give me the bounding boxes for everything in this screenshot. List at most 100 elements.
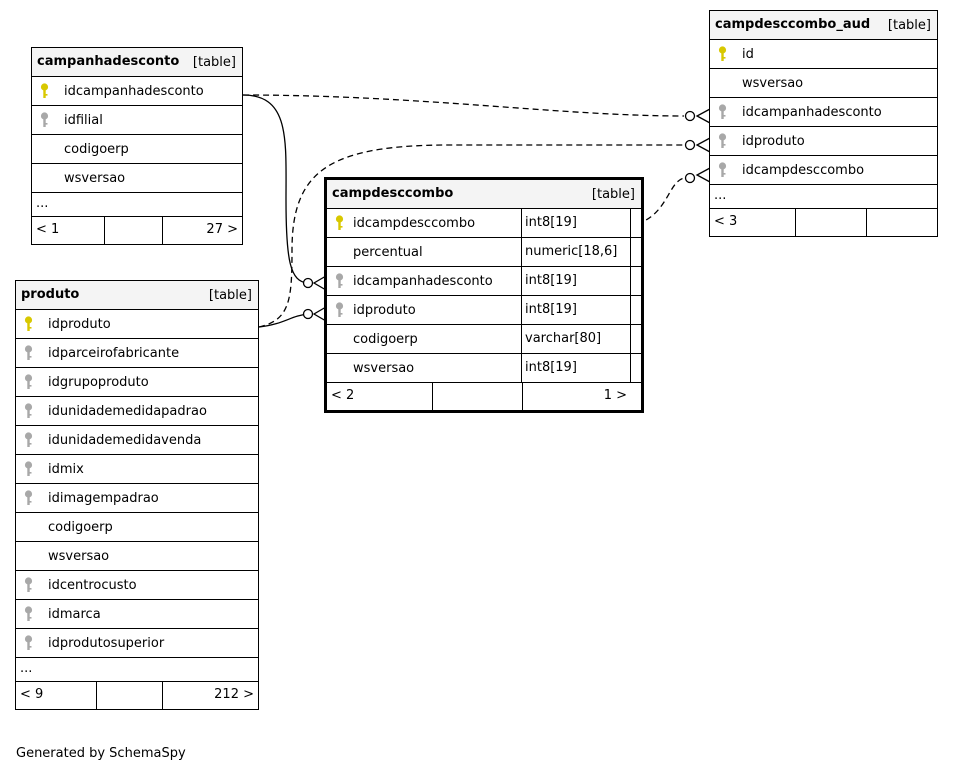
table-footer: < 2 1 > bbox=[327, 383, 641, 410]
column-row[interactable]: idprodutosuperior bbox=[16, 629, 258, 658]
table-kind: [table] bbox=[192, 55, 236, 70]
generator-credit: Generated by SchemaSpy bbox=[16, 746, 186, 761]
column-name: idcampanhadesconto bbox=[353, 274, 493, 289]
column-row[interactable]: idmarca bbox=[16, 600, 258, 629]
table-kind: [table] bbox=[208, 288, 252, 303]
children-count[interactable]: 27 > bbox=[206, 222, 238, 237]
column-row[interactable]: idgrupoproduto bbox=[16, 368, 258, 397]
column-row[interactable]: idimagempadrao bbox=[16, 484, 258, 513]
column-name: idcentrocusto bbox=[48, 578, 137, 593]
column-name: idproduto bbox=[742, 134, 805, 149]
more-columns: ... bbox=[16, 658, 258, 682]
column-row[interactable]: codigoerp bbox=[16, 513, 258, 542]
column-row[interactable]: idmix bbox=[16, 455, 258, 484]
foreign-key-icon bbox=[718, 162, 727, 178]
table-footer: < 9 212 > bbox=[16, 682, 258, 709]
table-header: campdesccombo_aud [table] bbox=[710, 11, 937, 40]
fk-line-campanhadesconto-combo bbox=[242, 94, 309, 284]
crowfoot-marker bbox=[302, 275, 327, 322]
column-name: idproduto bbox=[353, 303, 416, 318]
column-row[interactable]: codigoerp bbox=[32, 135, 242, 164]
table-campanhadesconto[interactable]: campanhadesconto [table] idcampanhadesco… bbox=[31, 47, 243, 245]
foreign-key-icon bbox=[718, 133, 727, 149]
foreign-key-icon bbox=[24, 606, 33, 622]
more-columns: ... bbox=[710, 185, 937, 209]
column-row[interactable]: idproduto bbox=[710, 127, 937, 156]
column-row[interactable]: idcampanhadesconto bbox=[710, 98, 937, 127]
column-name: percentual bbox=[353, 245, 423, 260]
column-name: wsversao bbox=[742, 76, 804, 91]
column-row[interactable]: idproduto bbox=[16, 310, 258, 339]
column-name: idcampanhadesconto bbox=[742, 105, 882, 120]
table-kind: [table] bbox=[591, 187, 635, 202]
column-row[interactable]: wsversao bbox=[710, 69, 937, 98]
primary-key-icon bbox=[718, 46, 727, 62]
foreign-key-icon bbox=[335, 273, 344, 289]
table-header: produto [table] bbox=[16, 281, 258, 310]
table-campdesccombo_aud[interactable]: campdesccombo_aud [table] id wsversao idca… bbox=[709, 10, 938, 237]
foreign-key-icon bbox=[24, 577, 33, 593]
table-name: campdesccombo bbox=[332, 186, 454, 201]
column-row[interactable]: id bbox=[710, 40, 937, 69]
column-row[interactable]: idcampdesccombo bbox=[710, 156, 937, 185]
table-produto[interactable]: produto [table] idproduto idparceirofabri… bbox=[15, 280, 259, 710]
column-type: int8[19] bbox=[521, 296, 631, 324]
column-type: numeric[18,6] bbox=[521, 238, 631, 266]
column-name: id bbox=[742, 47, 754, 62]
column-row[interactable]: idproduto int8[19] bbox=[327, 296, 641, 325]
table-header: campdesccombo [table] bbox=[327, 180, 641, 209]
column-row[interactable]: idcampanhadesconto bbox=[32, 77, 242, 106]
column-name: idmarca bbox=[48, 607, 101, 622]
column-row[interactable]: percentual numeric[18,6] bbox=[327, 238, 641, 267]
primary-key-icon bbox=[335, 215, 344, 231]
fk-line-produto-aud bbox=[258, 144, 684, 328]
crowfoot-marker bbox=[684, 108, 711, 184]
table-kind: [table] bbox=[887, 18, 931, 33]
column-name: idmix bbox=[48, 462, 84, 477]
column-row[interactable]: idfilial bbox=[32, 106, 242, 135]
table-name: campanhadesconto bbox=[37, 54, 180, 69]
column-type: int8[19] bbox=[521, 267, 631, 295]
column-name: codigoerp bbox=[48, 520, 113, 535]
fk-line-campanhadesconto-aud bbox=[242, 94, 685, 117]
column-row[interactable]: idcampanhadesconto int8[19] bbox=[327, 267, 641, 296]
column-row[interactable]: idunidademedidavenda bbox=[16, 426, 258, 455]
column-name: idproduto bbox=[48, 317, 111, 332]
table-name: campdesccombo_aud bbox=[715, 17, 871, 32]
foreign-key-icon bbox=[24, 635, 33, 651]
children-count[interactable]: 1 > bbox=[603, 388, 627, 403]
column-type: int8[19] bbox=[521, 209, 631, 237]
column-name: idfilial bbox=[64, 113, 103, 128]
column-row[interactable]: wsversao bbox=[16, 542, 258, 571]
column-name: codigoerp bbox=[64, 142, 129, 157]
foreign-key-icon bbox=[335, 302, 344, 318]
more-label: ... bbox=[36, 196, 49, 211]
foreign-key-icon bbox=[718, 104, 727, 120]
column-row[interactable]: wsversao bbox=[32, 164, 242, 193]
column-row[interactable]: idcentrocusto bbox=[16, 571, 258, 600]
fk-line-combo-aud bbox=[636, 177, 685, 225]
column-name: idprodutosuperior bbox=[48, 636, 165, 651]
foreign-key-icon bbox=[24, 374, 33, 390]
foreign-key-icon bbox=[40, 112, 49, 128]
column-row[interactable]: idunidademedidapadrao bbox=[16, 397, 258, 426]
parents-count[interactable]: < 1 bbox=[36, 222, 60, 237]
foreign-key-icon bbox=[24, 432, 33, 448]
foreign-key-icon bbox=[24, 403, 33, 419]
column-name: idunidademedidapadrao bbox=[48, 404, 207, 419]
foreign-key-icon bbox=[24, 490, 33, 506]
column-name: idimagempadrao bbox=[48, 491, 159, 506]
column-row[interactable]: idparceirofabricante bbox=[16, 339, 258, 368]
foreign-key-icon bbox=[24, 345, 33, 361]
parents-count[interactable]: < 3 bbox=[714, 214, 738, 229]
parents-count[interactable]: < 2 bbox=[331, 388, 355, 403]
parents-count[interactable]: < 9 bbox=[20, 687, 44, 702]
column-name: idparceirofabricante bbox=[48, 346, 180, 361]
column-name: wsversao bbox=[353, 361, 415, 376]
children-count[interactable]: 212 > bbox=[214, 687, 254, 702]
primary-key-icon bbox=[40, 83, 49, 99]
